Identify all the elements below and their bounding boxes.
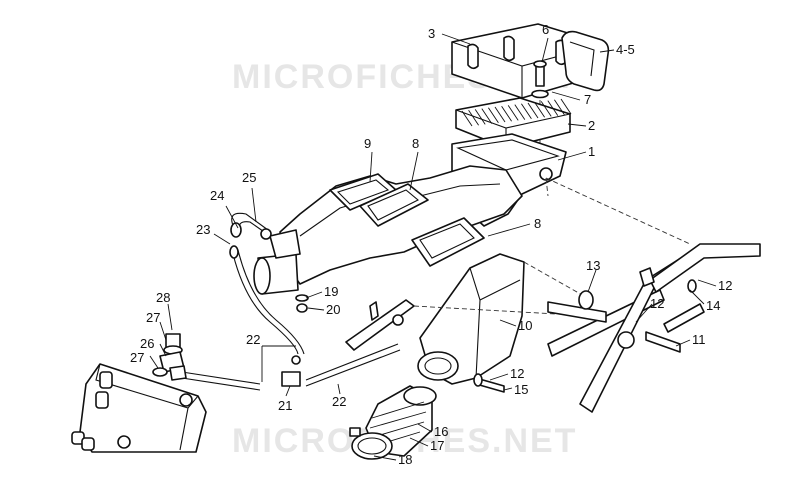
- label-7: 7: [584, 92, 591, 107]
- label-25: 25: [242, 170, 256, 185]
- filter-pleat: [521, 103, 532, 120]
- part-26-28-fittings: [152, 333, 187, 381]
- label-28: 28: [156, 290, 170, 305]
- part-15-bolt: [473, 373, 505, 393]
- label-27-upper: 27: [146, 310, 160, 325]
- label-8-lower: 8: [534, 216, 541, 231]
- breather-hose-system: [181, 212, 401, 391]
- label-3: 3: [428, 26, 435, 41]
- assembly-line-2: [523, 261, 585, 297]
- filter-pleat: [514, 104, 526, 120]
- label-18: 18: [398, 452, 412, 467]
- filter-pleat: [560, 98, 572, 115]
- assembly-line-4: [545, 177, 549, 197]
- filter-pleat: [481, 108, 493, 124]
- label-22-left: 22: [246, 332, 260, 347]
- part-labels: 3 6 4-5 7 2 1 9 8 8 10 11 12 12 12 13 14…: [130, 22, 732, 467]
- label-8-upper: 8: [412, 136, 419, 151]
- label-24: 24: [210, 188, 224, 203]
- part-19-20-fasteners: [295, 294, 309, 313]
- filter-pleat: [501, 105, 512, 122]
- filter-pleat: [527, 102, 539, 119]
- leader-lines: [149, 33, 717, 461]
- label-2: 2: [588, 118, 595, 133]
- label-13: 13: [586, 258, 600, 273]
- filter-pleat: [507, 105, 519, 121]
- part-18-clamp: [349, 427, 393, 460]
- filter-pleat: [474, 109, 486, 125]
- label-26: 26: [140, 336, 154, 351]
- label-12-frame: 12: [650, 296, 664, 311]
- label-1: 1: [588, 144, 595, 159]
- part-8-lower-gasket: [411, 217, 485, 267]
- part-2-air-filter: [455, 97, 572, 149]
- filter-pleat: [554, 99, 565, 116]
- label-17: 17: [430, 438, 444, 453]
- label-6: 6: [542, 22, 549, 37]
- reservoir-tank: [71, 363, 207, 453]
- label-12-bolt: 12: [510, 366, 524, 381]
- label-16: 16: [434, 424, 448, 439]
- label-12-right: 12: [718, 278, 732, 293]
- filter-pleat: [494, 106, 506, 123]
- label-9: 9: [364, 136, 371, 151]
- filter-pleat: [461, 110, 473, 127]
- label-14: 14: [706, 298, 720, 313]
- assembly-line-1: [545, 177, 691, 245]
- filter-pleat: [540, 101, 552, 117]
- label-10: 10: [518, 318, 532, 333]
- filter-pleat: [547, 100, 559, 116]
- part-10-lower-duct: [417, 253, 525, 385]
- label-23: 23: [196, 222, 210, 237]
- label-4-5: 4-5: [616, 42, 635, 57]
- duct-inlet-tube: [253, 229, 301, 295]
- bracket-left: [345, 299, 415, 351]
- label-11: 11: [692, 332, 706, 347]
- filter-pleat: [488, 107, 499, 124]
- filter-pleat: [468, 109, 479, 126]
- part-4-5-duct: [561, 30, 610, 92]
- part-8-upper-gasket: [359, 183, 429, 227]
- label-27-lower: 27: [130, 350, 144, 365]
- label-21: 21: [278, 398, 292, 413]
- label-20: 20: [326, 302, 340, 317]
- filter-pleat: [534, 101, 545, 118]
- label-22-right: 22: [332, 394, 346, 409]
- frame-support: [547, 243, 761, 413]
- part-6-screw: [531, 60, 549, 99]
- label-19: 19: [324, 284, 338, 299]
- label-15: 15: [514, 382, 528, 397]
